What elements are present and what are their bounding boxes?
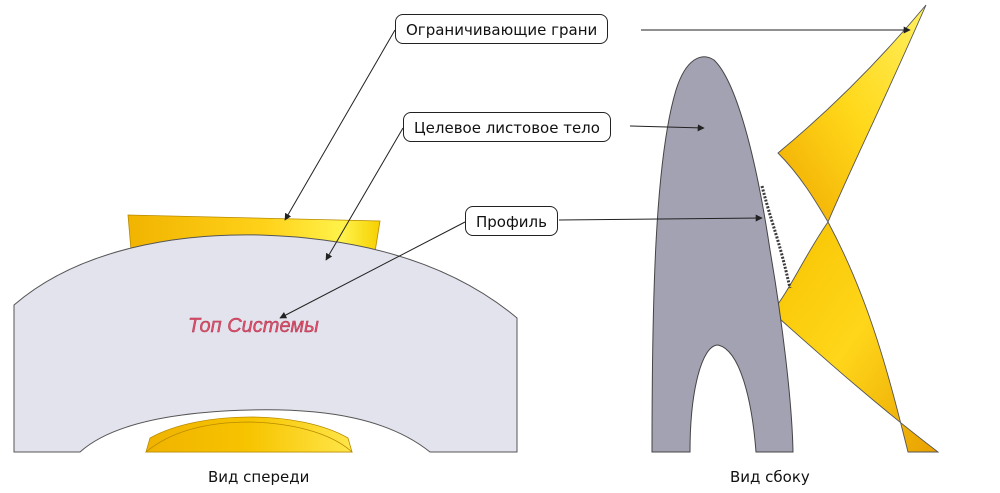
side-profile-edge — [760, 185, 792, 289]
view-label-side: Вид сбоку — [730, 468, 810, 486]
side-view — [651, 4, 940, 453]
front-view: Топ Системы — [13, 214, 518, 453]
front-bounding-face-bottom-visible — [144, 421, 354, 453]
leader-lines — [279, 26, 911, 319]
side-bounding-face-upper — [777, 4, 927, 223]
callout-bounding-faces: Ограничивающие грани — [395, 14, 609, 44]
leader-profile-side — [558, 214, 763, 222]
callout-profile: Профиль — [465, 206, 558, 236]
front-target-sheet-body — [13, 234, 518, 453]
side-target-sheet-body — [651, 56, 794, 453]
leader-sheet-body-side — [629, 124, 705, 132]
embossed-profile-text: Топ Системы — [188, 315, 319, 337]
side-bounding-face-lower — [771, 221, 940, 453]
callout-target-sheet-body: Целевое листовое тело — [403, 112, 611, 142]
leader-sheet-body-front — [325, 127, 404, 261]
view-label-front: Вид спереди — [208, 468, 310, 486]
leader-bounding-faces-front — [284, 29, 396, 221]
leader-profile-front — [279, 221, 466, 319]
